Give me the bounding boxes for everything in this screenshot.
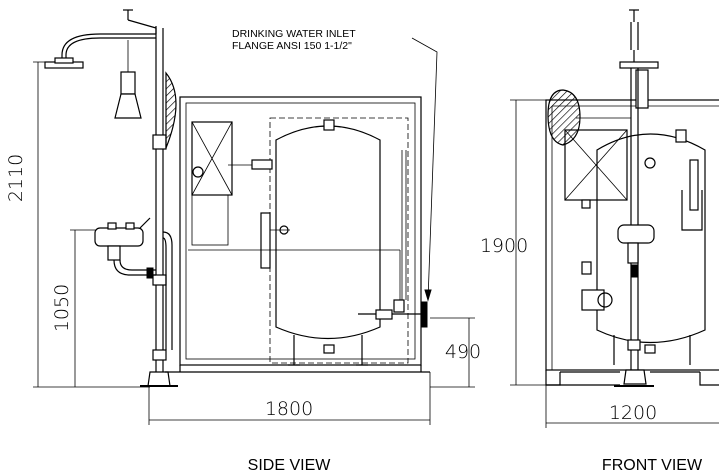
cabinet-side: [165, 96, 430, 373]
dim-shower-height: 2110: [5, 154, 27, 202]
annotation-line-1: DRINKING WATER INLET: [232, 28, 356, 40]
control-box-side: [191, 121, 273, 246]
front-shower: [614, 9, 659, 387]
annotation-leader: [411, 37, 438, 301]
side-view: [33, 9, 475, 425]
tank-side: [188, 119, 401, 366]
shower-assembly: [44, 9, 157, 119]
dim-inlet-height: 490: [445, 341, 481, 363]
dim-front-width: 1200: [609, 402, 657, 424]
front-eyewash: [617, 224, 655, 278]
inlet-flange: [358, 299, 428, 328]
front-dimensions: [510, 99, 719, 428]
dim-front-height: 1900: [480, 235, 528, 257]
front-view: [510, 9, 719, 428]
hatched-wheel: [165, 71, 177, 149]
tank-front: [581, 129, 706, 365]
side-dimensions: [33, 61, 475, 425]
hatched-wheel-front: [547, 89, 581, 146]
main-column: [140, 28, 178, 387]
annotation-line-2: FLANGE ANSI 150 1-1/2": [232, 40, 352, 52]
eyewash-assembly: [94, 217, 173, 350]
front-view-caption: FRONT VIEW: [602, 457, 703, 473]
dim-eyewash-height: 1050: [51, 284, 73, 332]
side-view-caption: SIDE VIEW: [248, 457, 332, 473]
control-box-front: [564, 129, 628, 209]
dim-side-width: 1800: [265, 398, 313, 420]
